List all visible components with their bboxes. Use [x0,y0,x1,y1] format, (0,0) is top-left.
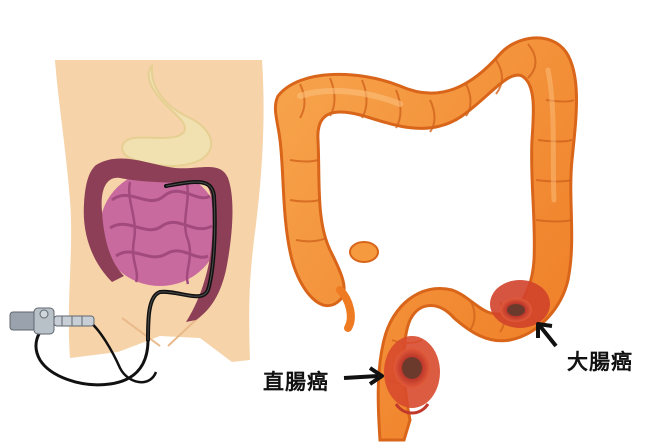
arrow-icon [344,368,382,384]
appendix [340,290,351,328]
colon-tumor [490,280,550,328]
rectal-cancer-label: 直腸癌 [263,366,329,396]
small-intestine [100,170,220,286]
torso-illustration [10,60,264,385]
colon-cancer-label: 大腸癌 [567,346,633,376]
cecum-bump [350,242,378,262]
arrow-icon [538,324,556,346]
